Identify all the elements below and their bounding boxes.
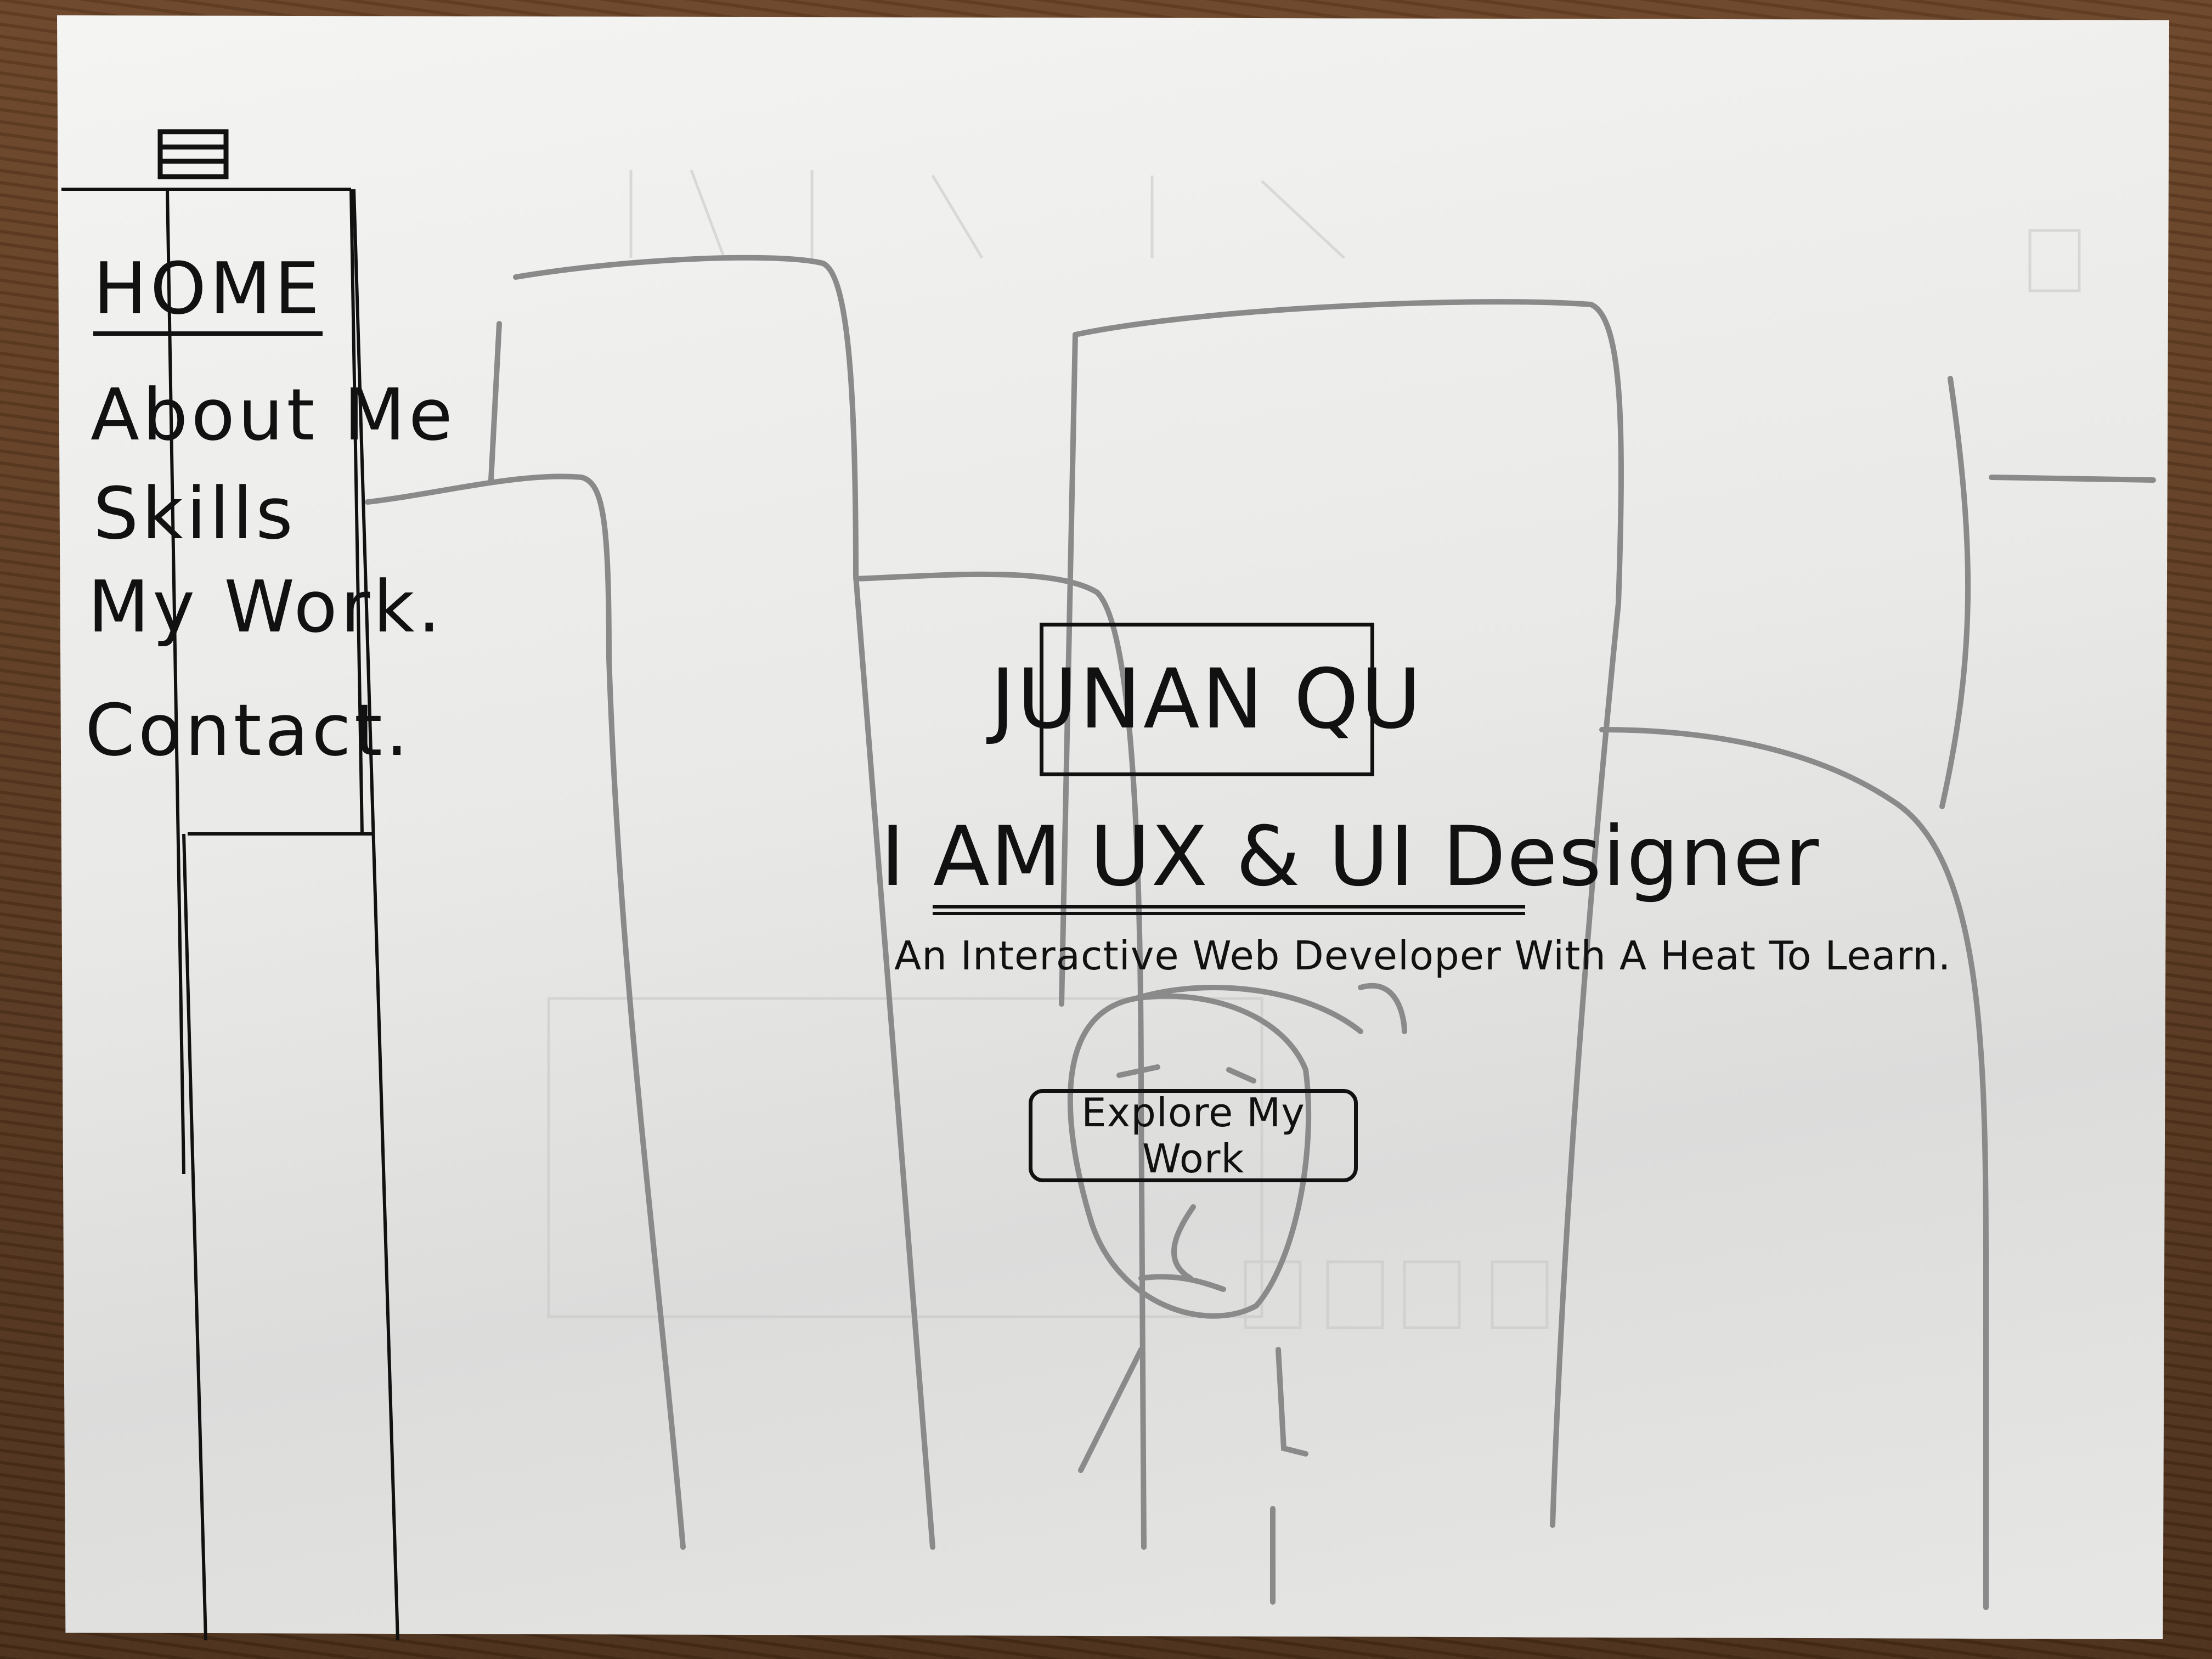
nav-item-home[interactable]: HOME bbox=[93, 247, 323, 336]
explore-work-button[interactable]: Explore My Work bbox=[1029, 1089, 1358, 1182]
hamburger-icon-strokes bbox=[157, 129, 229, 179]
nav-item-skills[interactable]: Skills bbox=[93, 472, 296, 555]
nav-item-my-work[interactable]: My Work. bbox=[88, 565, 444, 648]
hamburger-icon[interactable] bbox=[158, 129, 229, 180]
hero-tagline: I AM UX & UI Designer bbox=[881, 809, 1820, 905]
nav-item-contact[interactable]: Contact. bbox=[85, 689, 412, 772]
hero-subtitle: An Interactive Web Developer With A Heat… bbox=[894, 933, 1951, 979]
sidebar-frame bbox=[61, 188, 399, 1641]
nav-item-about-me[interactable]: About Me bbox=[91, 373, 456, 456]
pencil-shapes bbox=[365, 255, 2156, 1610]
tagline-underline bbox=[933, 905, 1525, 915]
paper-sheet bbox=[57, 15, 2169, 1639]
name-logo-box: JUNAN QU bbox=[991, 623, 1421, 776]
site-name: JUNAN QU bbox=[990, 652, 1424, 747]
ghost-marks bbox=[547, 170, 2081, 1329]
